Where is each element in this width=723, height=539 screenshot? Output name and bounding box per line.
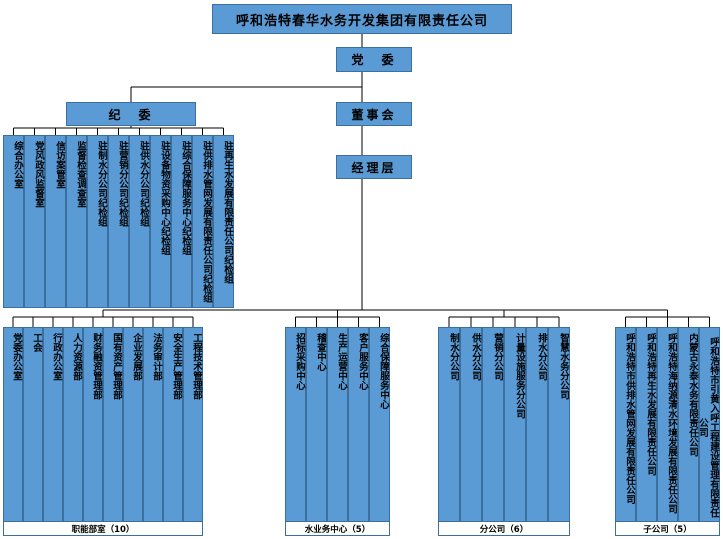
discipline-unit-1-label: 综合办公室: [12, 141, 23, 189]
group-4-unit-5: 呼和浩特市引黄入呼工程建设管理有限责任公司: [697, 327, 720, 522]
discipline-unit-6-label: 驻营销分公司纪检组: [117, 141, 128, 227]
group-1-unit-10: 工程技术管理部: [183, 327, 203, 522]
management-box: 经理层: [336, 155, 412, 179]
discipline-unit-7-label: 驻供水分公司纪检组: [138, 141, 149, 227]
discipline-unit-6: 驻营销分公司纪检组: [108, 135, 129, 308]
group-4-unit-1-label: 呼和浩特市供排水管网发展有限责任公司: [624, 333, 635, 504]
group-1-unit-9: 安全生产管理部: [163, 327, 183, 522]
discipline-unit-2: 党风政风监督室: [24, 135, 45, 308]
group-1-unit-5: 财务融资管理部: [83, 327, 103, 522]
group-1-unit-6-label: 国有资产管理部: [111, 333, 122, 400]
group-2-unit-1: 招标采购中心: [285, 327, 306, 522]
group-1-unit-7: 企业发展部: [123, 327, 143, 522]
group-2-unit-3: 生产运营中心: [327, 327, 348, 522]
board-label: 董事会: [351, 107, 397, 122]
group-4-unit-1: 呼和浩特市供排水管网发展有限责任公司: [615, 327, 636, 522]
group-1-unit-8: 法务审计部: [143, 327, 163, 522]
group-2-unit-4: 客户服务中心: [348, 327, 369, 522]
discipline-unit-8-label: 驻设备物资采购中心纪检组: [159, 141, 170, 255]
group-1-unit-2-label: 工会: [31, 333, 42, 352]
discipline-unit-10: 驻供排水管网发展有限责任公司纪检组: [192, 135, 213, 308]
group-4-unit-5-label: 呼和浩特市引黄入呼工程建设管理有限责任公司: [697, 336, 719, 518]
group-3-unit-4-label: 计量设施服务分公司: [514, 333, 525, 419]
group-3-unit-5: 排水分公司: [526, 327, 548, 522]
group-2-unit-5: 综合保障服务中心: [369, 327, 390, 522]
group-4-unit-4: 内蒙古永泰水务有限责任公司: [678, 327, 699, 522]
group-1-unit-6: 国有资产管理部: [103, 327, 123, 522]
discipline-committee-label: 纪 委: [108, 107, 154, 122]
group-1-label: 职能部室（10）: [3, 522, 203, 536]
group-1-unit-9-label: 安全生产管理部: [171, 333, 182, 400]
group-4-unit-4-label: 内蒙古永泰水务有限责任公司: [687, 333, 698, 457]
discipline-unit-1: 综合办公室: [3, 135, 24, 308]
discipline-unit-3: 信访案管室: [45, 135, 66, 308]
group-1-unit-1: 党委办公室: [3, 327, 23, 522]
discipline-unit-10-label: 驻供排水管网发展有限责任公司纪检组: [201, 141, 212, 303]
management-label: 经理层: [351, 160, 397, 175]
discipline-unit-4: 监督检查调查室: [66, 135, 87, 308]
discipline-unit-9: 驻综合保障服务中心纪检组: [171, 135, 192, 308]
group-1-unit-8-label: 法务审计部: [151, 333, 162, 381]
group-2-unit-4-label: 客户服务中心: [357, 333, 368, 390]
group-3-unit-2-label: 供水分公司: [470, 333, 481, 381]
group-1-unit-3-label: 行政办公室: [51, 333, 62, 381]
group-company-box: 呼和浩特春华水务开发集团有限责任公司: [212, 4, 512, 34]
party-committee-label: 党 委: [351, 53, 397, 67]
group-company-title: 呼和浩特春华水务开发集团有限责任公司: [235, 13, 488, 29]
discipline-unit-4-label: 监督检查调查室: [75, 141, 86, 208]
group-3-unit-1-label: 制水分公司: [448, 333, 459, 381]
group-3-unit-1: 制水分公司: [438, 327, 460, 522]
discipline-unit-7: 驻供水分公司纪检组: [129, 135, 150, 308]
discipline-unit-3-label: 信访案管室: [54, 141, 65, 189]
group-3-unit-6-label: 智慧水务分公司: [558, 333, 569, 400]
discipline-unit-8: 驻设备物资采购中心纪检组: [150, 135, 171, 308]
group-1-unit-2: 工会: [23, 327, 43, 522]
group-3-unit-3: 营销分公司: [482, 327, 504, 522]
group-1-unit-10-label: 工程技术管理部: [191, 333, 202, 400]
party-committee-box: 党 委: [336, 47, 412, 72]
group-2-unit-2: 稽查中心: [306, 327, 327, 522]
discipline-committee-box: 纪 委: [66, 102, 196, 126]
group-2-unit-2-label: 稽查中心: [315, 333, 326, 371]
discipline-unit-11-label: 驻再生水发展有限责任公司纪检组: [222, 141, 233, 284]
discipline-unit-9-label: 驻综合保障服务中心纪检组: [180, 141, 191, 255]
group-4-label: 子公司（5）: [615, 522, 720, 536]
group-2-unit-5-label: 综合保障服务中心: [378, 333, 389, 409]
group-1-unit-3: 行政办公室: [43, 327, 63, 522]
discipline-unit-5: 驻制水分公司纪检组: [87, 135, 108, 308]
board-box: 董事会: [336, 102, 412, 126]
group-2-unit-1-label: 招标采购中心: [294, 333, 305, 390]
group-3-unit-3-label: 营销分公司: [492, 333, 503, 381]
group-2-unit-3-label: 生产运营中心: [336, 333, 347, 390]
discipline-unit-5-label: 驻制水分公司纪检组: [96, 141, 107, 227]
group-3-unit-6: 智慧水务分公司: [548, 327, 570, 522]
group-3-unit-4: 计量设施服务分公司: [504, 327, 526, 522]
discipline-unit-2-label: 党风政风监督室: [33, 141, 44, 208]
group-1-unit-1-label: 党委办公室: [11, 333, 22, 381]
group-1-unit-4: 人力资源部: [63, 327, 83, 522]
group-4-unit-2: 呼和浩特再生水发展有限责任公司: [636, 327, 657, 522]
group-3-label: 分公司（6）: [438, 522, 570, 536]
group-1-unit-5-label: 财务融资管理部: [91, 333, 102, 400]
group-2-label: 水业务中心（5）: [285, 522, 390, 536]
group-3-unit-2: 供水分公司: [460, 327, 482, 522]
group-4-unit-3-label: 呼和浩特海纳源清水环境发展有限责任公司: [666, 333, 677, 514]
group-3-unit-5-label: 排水分公司: [536, 333, 547, 381]
discipline-unit-11: 驻再生水发展有限责任公司纪检组: [213, 135, 234, 308]
group-1-unit-7-label: 企业发展部: [131, 333, 142, 381]
group-4-unit-2-label: 呼和浩特再生水发展有限责任公司: [645, 333, 656, 476]
group-4-unit-3: 呼和浩特海纳源清水环境发展有限责任公司: [657, 327, 678, 522]
group-1-unit-4-label: 人力资源部: [71, 333, 82, 381]
